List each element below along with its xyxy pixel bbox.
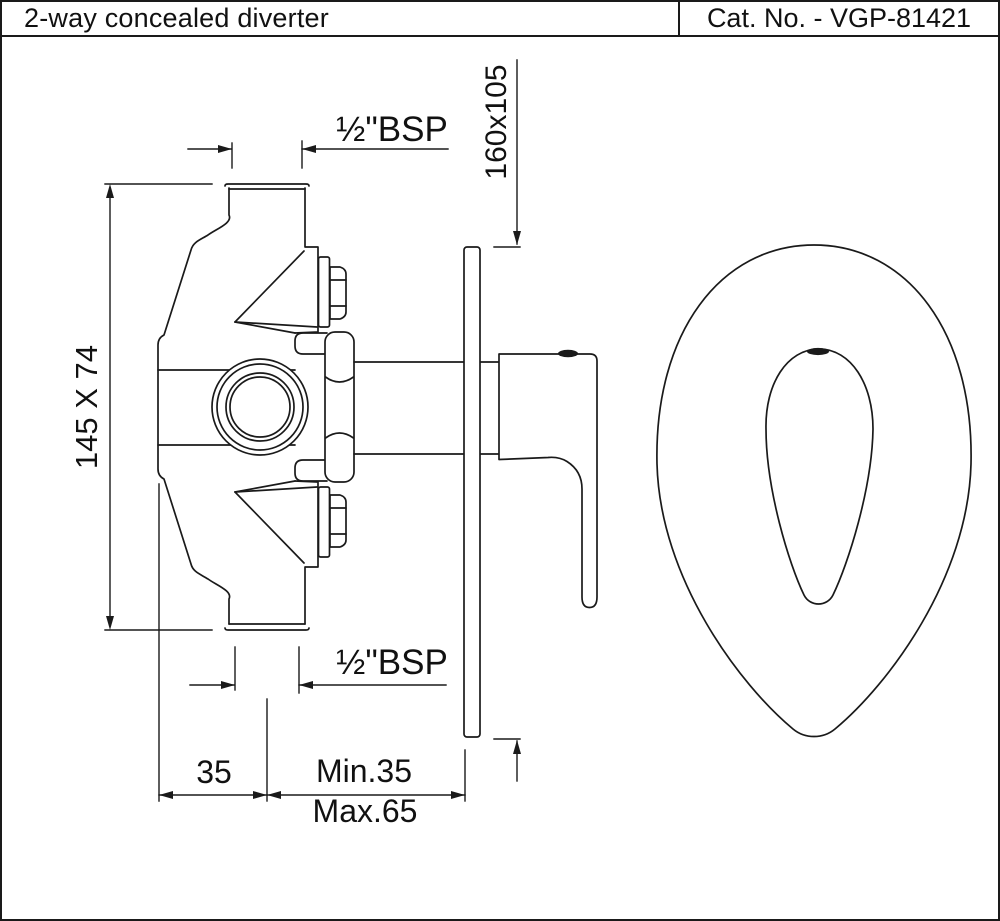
dim-label-35: 35	[196, 754, 232, 790]
mount-tab-top	[294, 332, 328, 355]
dimension-lines	[104, 59, 521, 802]
dim-bsp-bottom	[189, 646, 447, 694]
hex-nut-top	[317, 256, 347, 328]
valve-body	[157, 183, 319, 631]
dim-label-body: 145 X 74	[69, 345, 104, 469]
title-bar: 2-way concealed diverter Cat. No. - VGP-…	[2, 2, 998, 37]
mount-tab-bottom	[294, 459, 328, 482]
cartridge-collar	[324, 331, 355, 483]
front-view	[656, 244, 972, 738]
handle-side	[498, 349, 598, 609]
dim-label-bsp-top: ½"BSP	[336, 110, 448, 149]
catalog-number: Cat. No. - VGP-81421	[678, 2, 998, 35]
dim-plate-bottom	[493, 738, 521, 782]
dim-label-min: Min.35	[316, 753, 412, 789]
hex-nut-bottom	[317, 486, 347, 558]
handle-front	[765, 348, 874, 605]
page-title: 2-way concealed diverter	[24, 3, 329, 33]
wall-plate-side	[463, 246, 481, 738]
spindle-shaft	[353, 361, 500, 455]
dim-label-bsp-bottom: ½"BSP	[336, 643, 448, 682]
dim-label-max: Max.65	[313, 793, 418, 829]
dim-body-height	[104, 183, 213, 631]
valve-port	[211, 358, 309, 456]
dim-depth	[158, 483, 466, 802]
side-view	[157, 183, 598, 738]
handle-screw-side	[558, 349, 578, 358]
escutcheon-plate-front	[656, 244, 972, 738]
handle-screw-front	[807, 347, 829, 356]
dim-plate-top	[493, 59, 521, 248]
dim-bsp-top	[187, 140, 449, 169]
dim-label-plate: 160x105	[480, 64, 513, 179]
